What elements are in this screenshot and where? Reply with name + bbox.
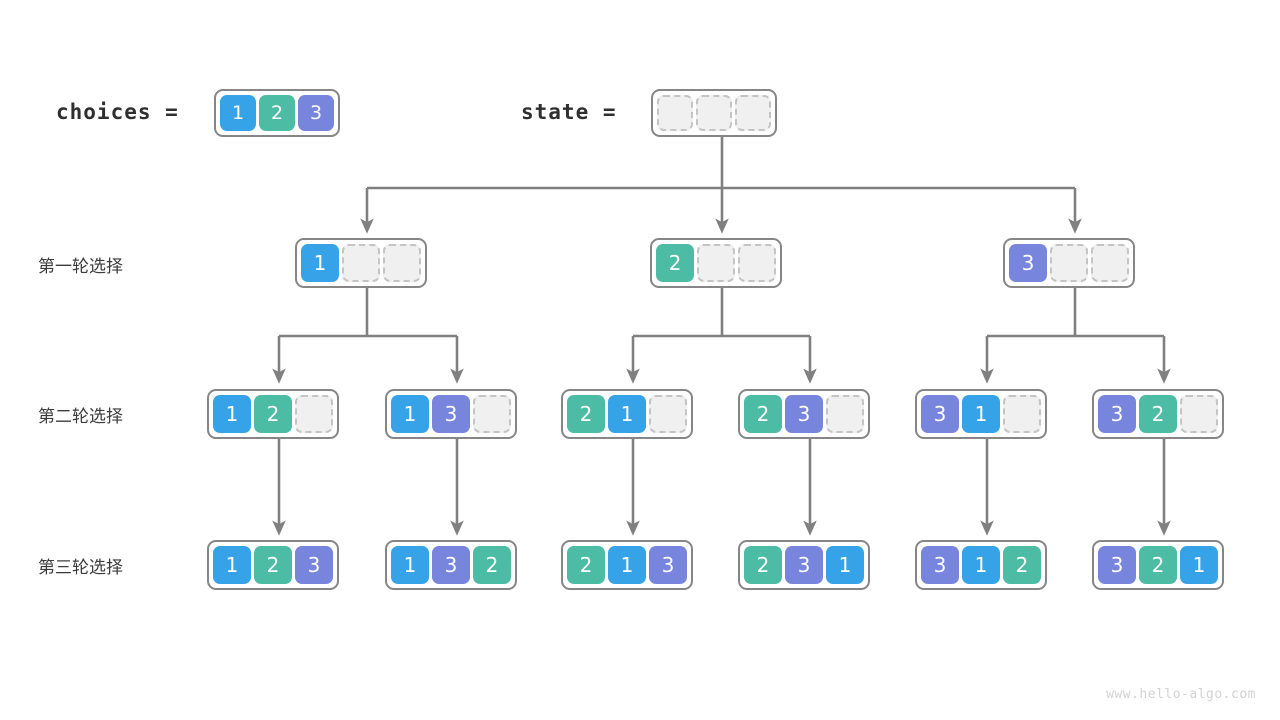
cell: 1	[608, 395, 646, 433]
cell: 2	[656, 244, 694, 282]
cell: 2	[1139, 546, 1177, 584]
node-level1-3: 3	[1003, 238, 1135, 288]
node-level2-3: 2 1	[561, 389, 693, 439]
cell: 1	[1180, 546, 1218, 584]
cell: 2	[744, 546, 782, 584]
node-level3-6: 3 2 1	[1092, 540, 1224, 590]
cell: 3	[921, 546, 959, 584]
node-level1-2: 2	[650, 238, 782, 288]
state-cell-0	[657, 95, 693, 131]
cell-empty	[649, 395, 687, 433]
cell: 1	[213, 546, 251, 584]
cell: 1	[608, 546, 646, 584]
cell: 2	[473, 546, 511, 584]
node-level1-1: 1	[295, 238, 427, 288]
choices-cell-0: 1	[220, 95, 256, 131]
choices-cell-2: 3	[298, 95, 334, 131]
cell: 3	[785, 395, 823, 433]
cell-empty	[383, 244, 421, 282]
cell: 3	[1098, 546, 1136, 584]
cell-empty	[1003, 395, 1041, 433]
cell: 2	[1003, 546, 1041, 584]
cell: 2	[254, 546, 292, 584]
cell-empty	[1050, 244, 1088, 282]
cell-empty	[738, 244, 776, 282]
node-level2-1: 1 2	[207, 389, 339, 439]
row-label-level-3: 第三轮选择	[38, 558, 123, 578]
node-level2-4: 2 3	[738, 389, 870, 439]
cell-empty	[1091, 244, 1129, 282]
cell: 2	[744, 395, 782, 433]
cell-empty	[342, 244, 380, 282]
node-level2-5: 3 1	[915, 389, 1047, 439]
cell: 1	[962, 395, 1000, 433]
cell-empty	[473, 395, 511, 433]
choices-array: 1 2 3	[214, 89, 340, 137]
cell-empty	[295, 395, 333, 433]
node-level3-4: 2 3 1	[738, 540, 870, 590]
row-label-level-1: 第一轮选择	[38, 257, 123, 277]
cell-empty	[826, 395, 864, 433]
row-label-level-2: 第二轮选择	[38, 407, 123, 427]
cell: 3	[432, 546, 470, 584]
cell: 3	[649, 546, 687, 584]
cell-empty	[1180, 395, 1218, 433]
node-level3-5: 3 1 2	[915, 540, 1047, 590]
watermark: www.hello-algo.com	[1106, 687, 1256, 702]
cell: 3	[432, 395, 470, 433]
cell: 1	[301, 244, 339, 282]
state-cell-2	[735, 95, 771, 131]
cell: 1	[213, 395, 251, 433]
cell: 2	[1139, 395, 1177, 433]
choices-label: choices =	[56, 100, 179, 124]
cell: 3	[921, 395, 959, 433]
state-label: state =	[521, 100, 617, 124]
cell: 1	[826, 546, 864, 584]
node-level2-2: 1 3	[385, 389, 517, 439]
cell: 1	[391, 395, 429, 433]
choices-cell-1: 2	[259, 95, 295, 131]
cell: 2	[254, 395, 292, 433]
node-level3-1: 1 2 3	[207, 540, 339, 590]
node-level2-6: 3 2	[1092, 389, 1224, 439]
cell-empty	[697, 244, 735, 282]
cell: 1	[391, 546, 429, 584]
cell: 2	[567, 395, 605, 433]
cell: 1	[962, 546, 1000, 584]
cell: 3	[1009, 244, 1047, 282]
cell: 2	[567, 546, 605, 584]
cell: 3	[295, 546, 333, 584]
state-array	[651, 89, 777, 137]
state-cell-1	[696, 95, 732, 131]
cell: 3	[1098, 395, 1136, 433]
node-level3-3: 2 1 3	[561, 540, 693, 590]
cell: 3	[785, 546, 823, 584]
node-level3-2: 1 3 2	[385, 540, 517, 590]
